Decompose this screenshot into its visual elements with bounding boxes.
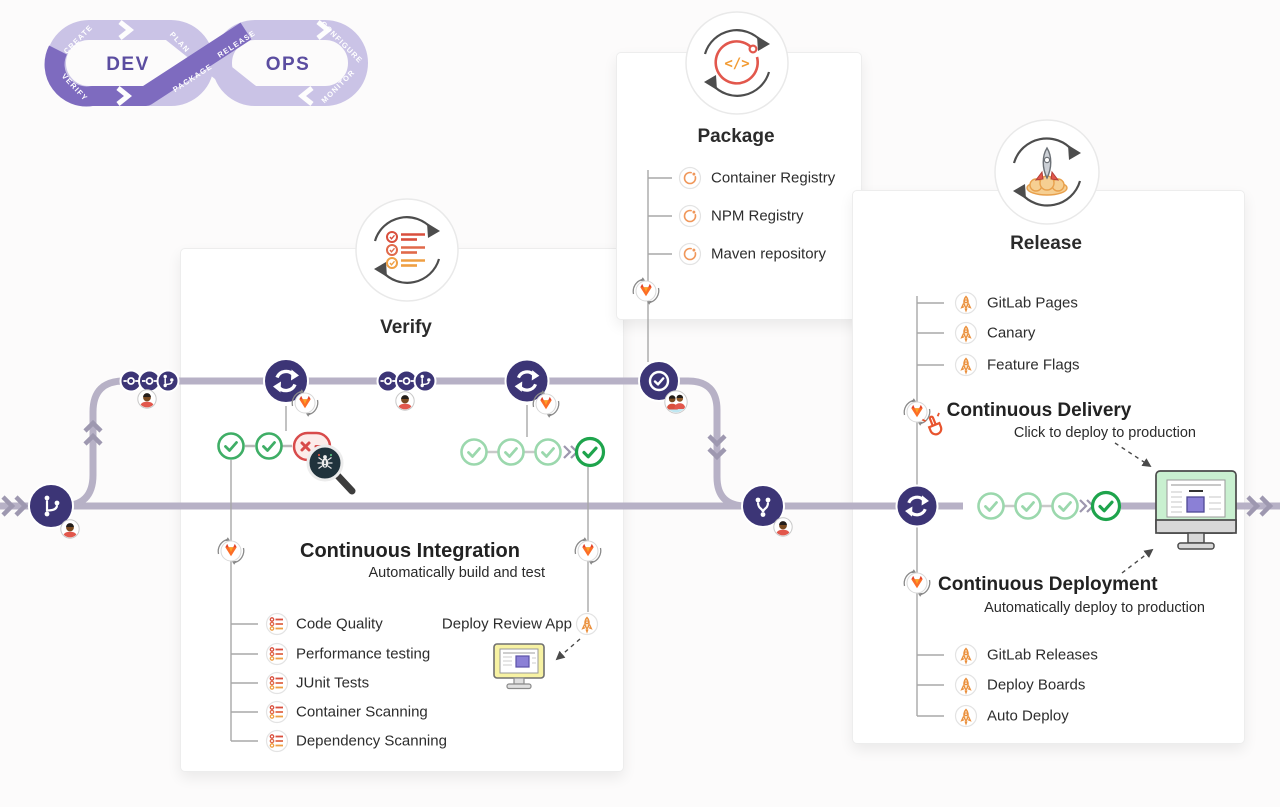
check-passed-icon: [977, 492, 1005, 520]
cycle-arrows-icon: [703, 29, 771, 97]
deployment-item: GitLab Releases: [987, 646, 1098, 664]
verify-card: [180, 248, 624, 772]
checklist-item-icon: [265, 612, 289, 636]
rocket-item-icon: [954, 704, 978, 728]
release-stage-icon: [994, 119, 1100, 225]
loop-shape: [44, 20, 368, 107]
svg-text:</>: </>: [724, 56, 749, 72]
job-row-passed: [460, 436, 606, 468]
loop-dev-label: DEV: [106, 54, 150, 75]
check-passed-bold-icon: [574, 436, 606, 468]
registry-item-icon: [678, 166, 702, 190]
ci-pipeline-node: [263, 358, 309, 404]
deployment-title: Continuous Deployment: [938, 574, 1158, 595]
ci-item: Code Quality: [296, 615, 383, 633]
package-item: NPM Registry: [711, 207, 804, 225]
merge-node: [741, 484, 785, 528]
gitlab-runner-icon: [633, 277, 659, 305]
merge-request-icon: [156, 369, 180, 393]
package-stage-icon: </>: [685, 11, 789, 115]
deployment-item: Auto Deploy: [987, 707, 1069, 725]
ci-title: Continuous Integration: [300, 540, 520, 562]
check-passed-icon: [460, 438, 488, 466]
rocket-item-icon: [954, 321, 978, 345]
merge-request-icon: [413, 369, 437, 393]
check-passed-icon: [497, 438, 525, 466]
deployment-item: Deploy Boards: [987, 676, 1086, 694]
deploy-review-app-label: Deploy Review App: [441, 615, 572, 633]
check-passed-bold-icon: [1090, 490, 1122, 522]
check-passed-icon: [534, 438, 562, 466]
user-avatar: [396, 392, 414, 411]
rocket-item-icon: [954, 291, 978, 315]
user-avatar: [61, 520, 79, 539]
dashed-arrow: [1114, 442, 1152, 467]
check-passed-icon: [255, 432, 283, 460]
ci-item: JUnit Tests: [296, 674, 370, 692]
cycle-arrows-icon: [373, 216, 441, 284]
ci-subtitle: Automatically build and test: [368, 565, 545, 581]
check-passed-icon: [217, 432, 245, 460]
rocket-launch-icon: [1026, 146, 1068, 196]
release-item: Canary: [987, 324, 1036, 342]
git-branch-node: [28, 483, 74, 529]
flow-chevrons: [1, 419, 1274, 517]
deploy-review-app-icon: [575, 612, 599, 636]
verify-stage-icon: [355, 198, 459, 302]
cycle-arrows-icon: [1012, 137, 1082, 207]
delivery-title: Continuous Delivery: [946, 400, 1132, 421]
ci-item: Performance testing: [296, 645, 431, 663]
approval-node: [638, 360, 680, 402]
cd-pipeline-node: [895, 484, 939, 528]
checklist-item-icon: [265, 671, 289, 695]
gitlab-runner-icon: [218, 537, 244, 565]
package-item: Maven repository: [711, 245, 827, 263]
rocket-item-icon: [954, 673, 978, 697]
check-passed-icon: [1051, 492, 1079, 520]
package-title: Package: [697, 126, 775, 147]
release-title: Release: [1010, 233, 1082, 254]
production-monitor-icon: [1155, 470, 1237, 550]
gitlab-runner-icon: [904, 398, 930, 426]
registry-item-icon: [678, 204, 702, 228]
reviewers-avatar: [665, 391, 687, 416]
rocket-item-icon: [954, 353, 978, 377]
verify-title: Verify: [380, 317, 432, 338]
release-item: Feature Flags: [987, 356, 1080, 374]
check-passed-icon: [1014, 492, 1042, 520]
release-job-row: [977, 490, 1122, 522]
review-app-monitor-icon: [493, 643, 545, 690]
registry-item-icon: [678, 242, 702, 266]
checklist-item-icon: [265, 700, 289, 724]
user-avatar: [774, 518, 792, 537]
loop-ops-label: OPS: [266, 54, 311, 75]
rocket-item-icon: [954, 643, 978, 667]
feature-branch-curve-up: [61, 377, 125, 510]
dashed-arrow: [1121, 548, 1154, 574]
user-avatar: [138, 390, 156, 409]
deployment-subtitle: Automatically deploy to production: [984, 600, 1205, 616]
ci-item: Container Scanning: [296, 703, 428, 721]
checklist-icon: [386, 231, 425, 269]
feature-branch-curve-down: [659, 377, 747, 510]
release-item: GitLab Pages: [987, 294, 1078, 312]
gitlab-runner-icon: [575, 537, 601, 565]
gitlab-runner-icon: [904, 569, 930, 597]
bug-magnifier-icon: [306, 444, 356, 495]
ci-pipeline-node: [504, 358, 550, 404]
package-item: Container Registry: [711, 169, 836, 187]
dashed-arrow: [555, 638, 581, 661]
delivery-subtitle: Click to deploy to production: [1013, 425, 1196, 441]
click-hand-icon: [921, 412, 943, 436]
checklist-item-icon: [265, 729, 289, 753]
ci-item: Dependency Scanning: [296, 732, 447, 750]
code-circle-icon: </>: [714, 40, 759, 85]
checklist-item-icon: [265, 642, 289, 666]
devops-infinity-loop: CREATE PLAN VERIFY PACKAGE RELEASE CONFI…: [44, 19, 368, 107]
job-row-failed: [217, 431, 356, 495]
